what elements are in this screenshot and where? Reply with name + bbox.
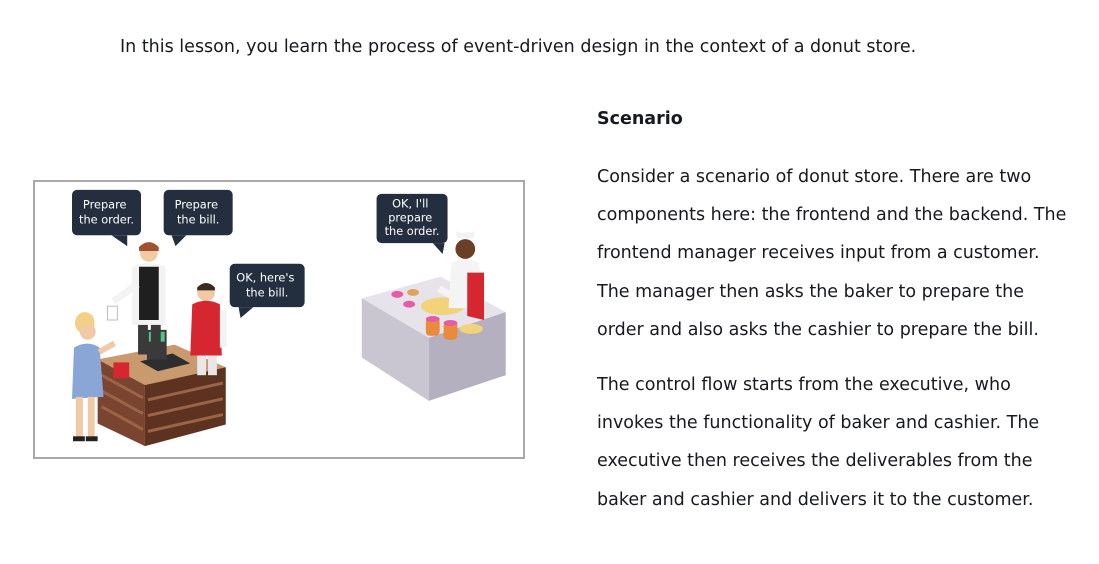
paragraph-1-line: components here: the frontend and the ba… [597, 205, 1067, 226]
scenario-heading: Scenario [597, 109, 683, 129]
paragraph-2-line: executive then receives the deliverables… [597, 451, 1033, 472]
bubble-prepare-order-line1: Prepare [83, 198, 127, 212]
bubble-here-bill: OK, here's the bill. [229, 263, 305, 319]
bubble-prepare-bill: Prepare the bill. [163, 189, 233, 247]
paragraph-1-line: Consider a scenario of donut store. Ther… [597, 167, 1032, 187]
paragraph-2-line: The control flow starts from the executi… [597, 375, 1011, 395]
baker-table [361, 276, 506, 401]
bubble-prepare-order-line2: the order. [79, 212, 134, 226]
scenario-paragraph-2: The control flow starts from the executi… [597, 366, 1077, 519]
paragraph-1-line: The manager then asks the baker to prepa… [597, 281, 1025, 302]
bubble-prepare-order: Prepare the order. [72, 189, 142, 247]
manager-figure [107, 242, 166, 355]
baker-figure [437, 217, 485, 320]
bubble-here-bill-line1: OK, here's [236, 271, 294, 285]
donuts [391, 288, 458, 340]
paragraph-2-line: invokes the functionality of baker and c… [597, 413, 1040, 434]
donut-store-illustration: Prepare the order. Prepare the bill. OK,… [33, 180, 525, 459]
cashier-figure [190, 283, 227, 376]
bubble-baker-reply-line3: the order. [385, 224, 440, 238]
bubble-here-bill-line2: the bill. [246, 285, 288, 299]
paragraph-2-line: baker and cashier and delivers it to the… [597, 489, 1034, 510]
bubble-prepare-bill-line2: the bill. [177, 212, 219, 226]
intro-text: In this lesson, you learn the process of… [120, 37, 917, 57]
svg-text:Prepare the order.: Prepare the order. [79, 198, 134, 227]
scenario-paragraph-1: Consider a scenario of donut store. Ther… [597, 158, 1077, 349]
svg-text:OK, I'll prepare: OK, I'll prepare the order. [385, 197, 440, 239]
bubble-baker-reply-line1: OK, I'll [392, 197, 428, 211]
bubble-prepare-bill-line1: Prepare [175, 198, 219, 212]
bubble-baker-reply: OK, I'll prepare the order. [376, 193, 448, 254]
bubble-baker-reply-line2: prepare [388, 210, 432, 224]
paragraph-1-line: frontend manager receives input from a c… [597, 243, 1040, 264]
paragraph-1-line: order and also asks the cashier to prepa… [597, 319, 1039, 340]
svg-text:OK, here's the bill.: OK, here's the bill. [236, 271, 298, 300]
svg-text:Prepare the bill.: Prepare the bill. [175, 198, 222, 227]
customer-figure [72, 312, 116, 442]
